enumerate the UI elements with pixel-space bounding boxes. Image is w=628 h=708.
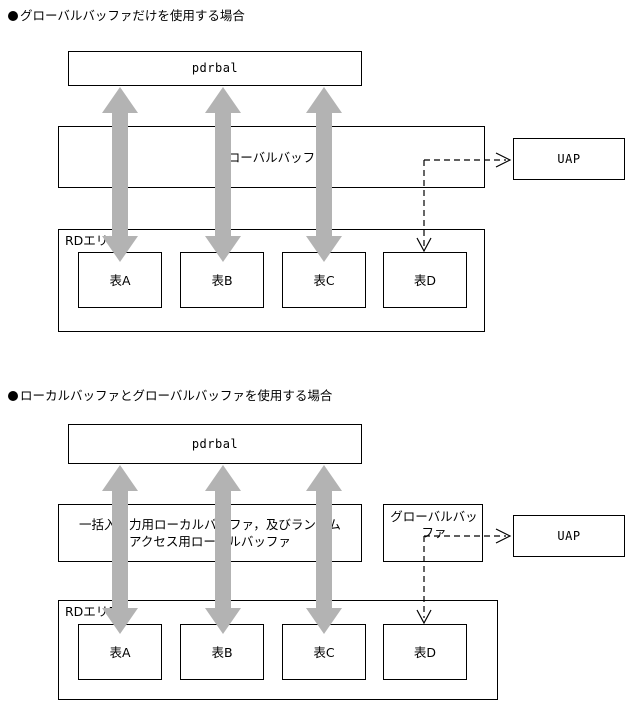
rd-area-label: RDエリア bbox=[65, 604, 121, 619]
table-label: 表A bbox=[109, 644, 131, 660]
table-box-b-1[interactable]: 表B bbox=[180, 252, 264, 308]
table-label: 表C bbox=[313, 272, 335, 288]
local-buffer-label: 一括入出力用ローカルバッファ，及びランダム アクセス用ローカルバッファ bbox=[79, 517, 341, 549]
table-label: 表C bbox=[313, 644, 335, 660]
table-label: 表D bbox=[413, 644, 437, 660]
table-box-a-2[interactable]: 表A bbox=[78, 624, 162, 680]
process-box-label: pdrbal bbox=[191, 436, 239, 451]
uap-label: UAP bbox=[557, 151, 581, 166]
section-heading-local-and-global: ローカルバッファとグローバルバッファを使用する場合 bbox=[8, 388, 332, 404]
table-box-b-2[interactable]: 表B bbox=[180, 624, 264, 680]
rd-area-label: RDエリア bbox=[65, 233, 121, 248]
table-box-d-2[interactable]: 表D bbox=[383, 624, 467, 680]
dashed-arrowhead-uap-1 bbox=[495, 152, 512, 168]
process-box-label: pdrbal bbox=[191, 61, 239, 75]
local-buffer-box-2[interactable]: 一括入出力用ローカルバッファ，及びランダム アクセス用ローカルバッファ bbox=[58, 504, 362, 562]
process-box-pdrbal-2[interactable]: pdrbal bbox=[68, 424, 362, 464]
table-label: 表D bbox=[413, 272, 437, 288]
bullet-icon bbox=[8, 391, 18, 401]
table-label: 表B bbox=[211, 272, 233, 288]
section-heading-global-only: グローバルバッファだけを使用する場合 bbox=[8, 8, 245, 24]
table-box-d-1[interactable]: 表D bbox=[383, 252, 467, 308]
global-buffer-box-2[interactable]: グローバルバッファ bbox=[383, 504, 483, 562]
table-box-c-2[interactable]: 表C bbox=[282, 624, 366, 680]
uap-label: UAP bbox=[557, 528, 581, 543]
table-label: 表B bbox=[211, 644, 233, 660]
section-heading-text: ローカルバッファとグローバルバッファを使用する場合 bbox=[20, 388, 333, 403]
uap-box-1[interactable]: UAP bbox=[513, 138, 625, 180]
dashed-arrowhead-uap-2 bbox=[495, 528, 512, 544]
bullet-icon bbox=[8, 11, 18, 21]
global-buffer-box-1[interactable]: グローバルバッファ bbox=[58, 126, 485, 188]
table-box-c-1[interactable]: 表C bbox=[282, 252, 366, 308]
section-heading-text: グローバルバッファだけを使用する場合 bbox=[20, 8, 245, 23]
process-box-pdrbal-1[interactable]: pdrbal bbox=[68, 51, 362, 86]
global-buffer-label: グローバルバッファ bbox=[215, 149, 328, 165]
global-buffer-label: グローバルバッファ bbox=[390, 509, 478, 540]
table-box-a-1[interactable]: 表A bbox=[78, 252, 162, 308]
uap-box-2[interactable]: UAP bbox=[513, 515, 625, 557]
table-label: 表A bbox=[109, 272, 131, 288]
